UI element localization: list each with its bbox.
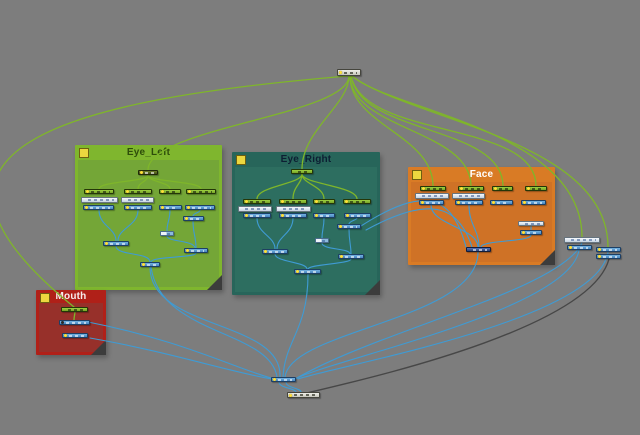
connection-wire[interactable] — [430, 204, 479, 248]
connection-wire[interactable] — [115, 245, 151, 263]
connection-wire[interactable] — [307, 258, 352, 270]
connection-wire[interactable] — [294, 249, 580, 380]
connection-wire[interactable] — [349, 75, 472, 187]
backdrop-title-bar[interactable]: Face — [408, 167, 555, 181]
backdrop-eye-right[interactable]: Eye_Right — [232, 152, 380, 295]
connection-wire[interactable] — [147, 174, 202, 190]
connection-wire[interactable] — [192, 209, 201, 217]
connection-wire[interactable] — [348, 228, 352, 255]
connection-wire[interactable] — [348, 217, 358, 225]
backdrop-title-bar[interactable]: Eye_Left — [75, 145, 222, 159]
connection-wire[interactable] — [98, 209, 117, 242]
backdrop-title: Eye_Right — [280, 153, 332, 165]
connection-wire[interactable] — [296, 242, 583, 379]
yellow-swatch-icon[interactable] — [236, 155, 246, 165]
connection-wire[interactable] — [73, 310, 76, 321]
resize-handle[interactable] — [207, 275, 222, 290]
connection-wire[interactable] — [87, 321, 272, 379]
backdrop-title: Face — [469, 168, 494, 180]
connection-wire[interactable] — [166, 235, 196, 249]
connection-wire[interactable] — [274, 253, 308, 270]
connection-wire[interactable] — [468, 204, 480, 248]
connection-wire[interactable] — [350, 75, 537, 187]
connection-wire[interactable] — [301, 173, 358, 200]
yellow-swatch-icon[interactable] — [79, 148, 89, 158]
connection-wire[interactable] — [285, 381, 302, 393]
connection-wire[interactable] — [321, 242, 351, 255]
connection-wire[interactable] — [282, 273, 309, 378]
connection-wire[interactable] — [351, 75, 583, 238]
connection-wire[interactable] — [256, 217, 276, 250]
connection-wire[interactable] — [284, 251, 479, 378]
connection-wire[interactable] — [0, 75, 349, 308]
connection-wire[interactable] — [276, 217, 294, 250]
connection-wire[interactable] — [306, 258, 610, 394]
connection-wire[interactable] — [301, 75, 350, 170]
connection-wire[interactable] — [117, 209, 139, 242]
connection-wire[interactable] — [351, 75, 609, 248]
backdrop-title-bar[interactable]: Mouth — [36, 290, 106, 302]
connection-wire[interactable] — [321, 217, 325, 239]
connection-wire[interactable] — [349, 75, 434, 187]
connection-wire[interactable] — [166, 209, 171, 232]
yellow-swatch-icon[interactable] — [40, 293, 50, 303]
connection-wire[interactable] — [297, 251, 609, 380]
connection-wire[interactable] — [89, 337, 273, 380]
connection-wire[interactable] — [98, 174, 149, 190]
connection-wire[interactable] — [150, 252, 197, 263]
backdrop-title: Mouth — [55, 290, 87, 302]
connection-wire[interactable] — [480, 234, 532, 248]
connection-wire[interactable] — [256, 173, 303, 200]
resize-handle[interactable] — [540, 250, 555, 265]
backdrop-title: Eye_Left — [126, 146, 171, 158]
backdrop-title-bar[interactable]: Eye_Right — [232, 152, 380, 166]
connection-wire[interactable] — [192, 220, 197, 249]
resize-handle[interactable] — [365, 280, 380, 295]
resize-handle[interactable] — [91, 340, 106, 355]
connection-wire[interactable] — [292, 173, 303, 200]
connection-wire[interactable] — [278, 381, 297, 393]
connection-wire[interactable] — [365, 208, 473, 248]
yellow-swatch-icon[interactable] — [412, 170, 422, 180]
connection-wire[interactable] — [150, 266, 278, 378]
connection-wire[interactable] — [149, 266, 281, 378]
connection-wire[interactable] — [147, 75, 350, 171]
connection-wire[interactable] — [350, 75, 504, 187]
